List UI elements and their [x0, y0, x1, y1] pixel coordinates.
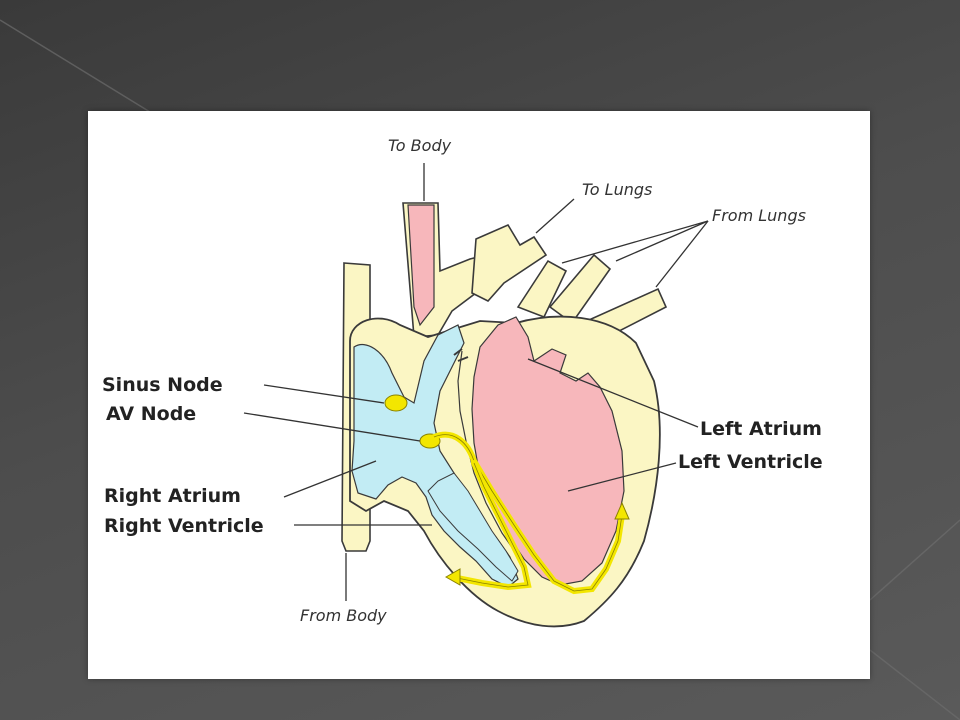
- right-ventricle-chamber: [427, 472, 519, 582]
- sinus-node-shape: [384, 394, 408, 412]
- diagram-panel: To Body To Lungs From Lungs Sinus Node A…: [88, 111, 870, 679]
- label-from-lungs: From Lungs: [712, 206, 806, 225]
- pulmonary-artery: [471, 223, 548, 302]
- pulmonary-vein-2: [548, 253, 612, 325]
- aorta-lumen: [407, 204, 435, 327]
- label-sinus-node: Sinus Node: [102, 374, 223, 396]
- label-left-atrium: Left Atrium: [700, 418, 822, 440]
- label-right-ventricle: Right Ventricle: [104, 515, 264, 537]
- label-left-ventricle: Left Ventricle: [678, 451, 823, 473]
- valve-marks: [453, 348, 469, 362]
- label-right-atrium: Right Atrium: [104, 485, 241, 507]
- arrowhead-right-icon: [444, 568, 461, 586]
- pulmonary-vein-1: [516, 259, 568, 319]
- heart-diagram: To Body To Lungs From Lungs Sinus Node A…: [102, 136, 823, 628]
- conduction-system: [384, 394, 630, 595]
- label-av-node: AV Node: [106, 403, 196, 425]
- label-from-body: From Body: [300, 606, 387, 625]
- bundle-branch-right-outline: [451, 462, 529, 588]
- label-to-lungs: To Lungs: [582, 180, 652, 199]
- arrowhead-left-icon: [614, 501, 630, 520]
- leader-lines: [243, 163, 709, 601]
- label-to-body: To Body: [388, 136, 452, 155]
